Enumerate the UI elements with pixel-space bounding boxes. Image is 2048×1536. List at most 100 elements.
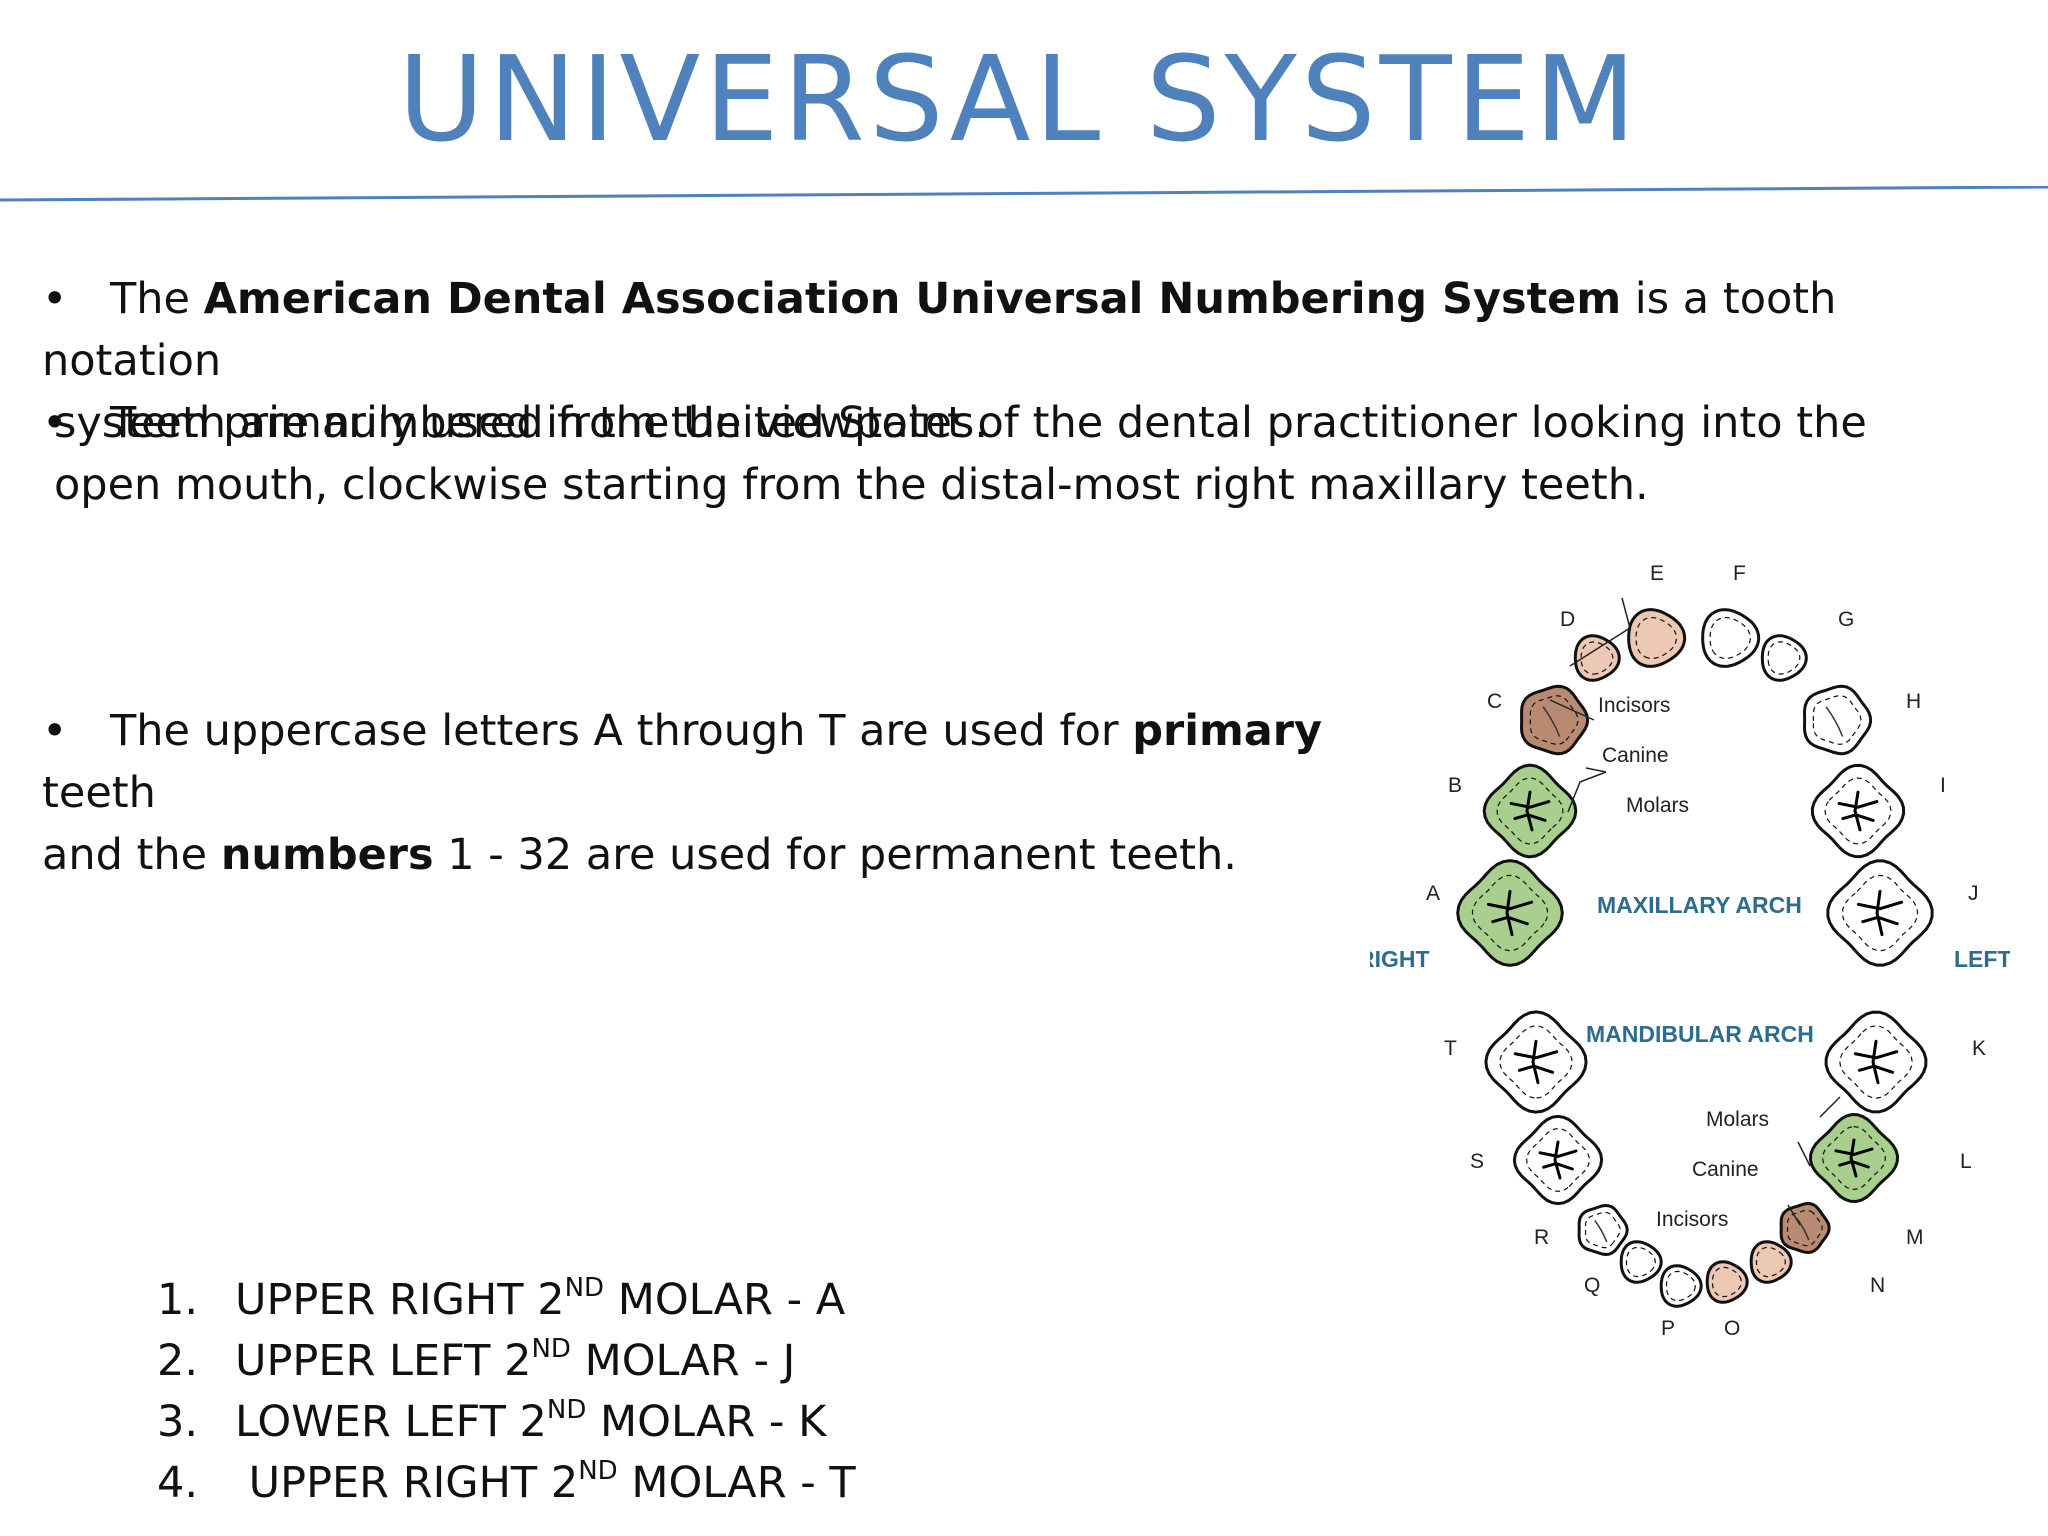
tooth-crown [1808, 1112, 1900, 1204]
tooth-crown [1760, 634, 1808, 682]
answer-superscript: ND [531, 1334, 571, 1364]
tooth-d [1573, 634, 1621, 682]
tooth-crown [1484, 1010, 1588, 1114]
occlusal-grooves [1538, 1140, 1578, 1180]
title-divider [0, 186, 2048, 202]
tooth-inner-contour [1841, 874, 1919, 952]
tooth-crown [1512, 1114, 1604, 1206]
tooth-inner-contour [1709, 616, 1751, 659]
occlusal-grooves [1486, 889, 1534, 937]
tooth-inner-contour [1635, 616, 1677, 659]
answer-text: MOLAR - T [617, 1458, 856, 1508]
tooth-q [1619, 1240, 1663, 1284]
upper-molars-label: Molars [1626, 794, 1689, 817]
answer-text: UPPER RIGHT 2 [235, 1275, 565, 1325]
bullet-marker: • [42, 706, 68, 756]
bullet-text: Teeth are numbered from the viewpoint of… [110, 398, 1867, 448]
tooth-letter-t: T [1444, 1037, 1457, 1060]
bullet-bold-text: American Dental Association Universal Nu… [203, 274, 1622, 324]
tooth-crown [1619, 1240, 1663, 1284]
tooth-letter-o: O [1724, 1317, 1740, 1340]
cusp-ridge [1825, 706, 1844, 737]
occlusal-grooves [1509, 790, 1551, 832]
tooth-inner-contour [1625, 1246, 1656, 1278]
bullet-numbering-viewpoint: • Teeth are numbered from the viewpoint o… [42, 392, 1892, 516]
tooth-f [1701, 608, 1761, 668]
answer-text: MOLAR - K [586, 1397, 827, 1447]
answer-number: 1. [157, 1275, 199, 1325]
tooth-a [1456, 859, 1564, 967]
tooth-crown [1749, 1240, 1793, 1284]
answer-item: 4. UPPER RIGHT 2ND MOLAR - T [157, 1453, 856, 1514]
bullet-ada-system: •The American Dental Association Univers… [42, 268, 1892, 454]
tooth-crown [1573, 634, 1621, 682]
answer-superscript: ND [564, 1273, 605, 1303]
tooth-letter-p: P [1661, 1317, 1675, 1340]
teeth-layer [1456, 608, 1934, 1308]
answer-number: 4. [157, 1458, 199, 1508]
tooth-crown [1826, 859, 1934, 967]
tooth-s [1512, 1114, 1604, 1206]
tooth-crown [1802, 684, 1873, 756]
tooth-crown [1810, 763, 1906, 859]
lower-molars-label: Molars [1706, 1108, 1769, 1131]
tooth-i [1810, 763, 1906, 859]
bullet-text-continued: open mouth, clockwise starting from the … [54, 460, 1649, 510]
tooth-letter-j: J [1968, 882, 1979, 905]
tooth-letter-r: R [1534, 1226, 1549, 1249]
occlusal-grooves [1837, 790, 1879, 832]
tooth-g [1760, 634, 1808, 682]
bullet-letters-numbers: • The uppercase letters A through T are u… [42, 700, 1402, 886]
tooth-inner-contour [1529, 695, 1579, 745]
tooth-letter-q: Q [1584, 1274, 1600, 1297]
tooth-inner-contour [1812, 695, 1862, 745]
tooth-inner-contour [1471, 874, 1549, 952]
annotation-leaders [1549, 597, 1841, 1226]
tooth-k [1824, 1010, 1928, 1114]
answer-text: UPPER RIGHT 2 [235, 1458, 579, 1508]
tooth-inner-contour [1839, 1025, 1913, 1099]
cusp-ridge [1542, 706, 1561, 737]
tooth-b [1482, 763, 1578, 859]
tooth-crown [1701, 608, 1761, 668]
maxillary-arch-caption: MAXILLARY ARCH [1597, 892, 1802, 918]
slide-title: UNIVERSAL SYSTEM [398, 30, 1641, 168]
tooth-inner-contour [1496, 777, 1564, 845]
tooth-e [1627, 608, 1687, 668]
occlusal-grooves [1853, 1039, 1899, 1085]
occlusal-grooves [1856, 889, 1904, 937]
answer-item: 2.UPPER LEFT 2ND MOLAR - J [157, 1331, 856, 1392]
mandibular-arch-caption: MANDIBULAR ARCH [1586, 1021, 1814, 1047]
answer-number: 3. [157, 1397, 199, 1447]
tooth-letter-c: C [1487, 690, 1502, 713]
right-side-label: RIGHT [1370, 946, 1430, 972]
upper-incisors-label: Incisors [1598, 694, 1670, 717]
tooth-m [1779, 1201, 1831, 1255]
tooth-crown [1577, 1203, 1629, 1257]
bullet-text-continued: and the [42, 830, 221, 880]
tooth-crown [1705, 1260, 1749, 1304]
tooth-letter-e: E [1650, 562, 1664, 585]
tooth-h [1802, 684, 1873, 756]
tooth-letter-l: L [1960, 1150, 1972, 1173]
bullet-text: The uppercase letters A through T are us… [110, 706, 1133, 756]
answer-item: 1.UPPER RIGHT 2ND MOLAR - A [157, 1270, 856, 1331]
tooth-j [1826, 859, 1934, 967]
bullet-marker: • [42, 398, 68, 448]
answer-item: 3.LOWER LEFT 2ND MOLAR - K [157, 1392, 856, 1453]
tooth-letter-a: A [1426, 882, 1440, 905]
tooth-t [1484, 1010, 1588, 1114]
bullet-text: teeth [42, 768, 156, 818]
tooth-crown [1456, 859, 1564, 967]
tooth-o [1705, 1260, 1749, 1304]
tooth-inner-contour [1767, 641, 1801, 675]
tooth-letter-n: N [1870, 1274, 1885, 1297]
tooth-n [1749, 1240, 1793, 1284]
answer-number: 2. [157, 1336, 199, 1386]
tooth-crown [1824, 1010, 1928, 1114]
tooth-crown [1519, 684, 1590, 756]
tooth-inner-contour [1821, 1125, 1887, 1191]
bullet-bold-text: numbers [220, 830, 434, 880]
